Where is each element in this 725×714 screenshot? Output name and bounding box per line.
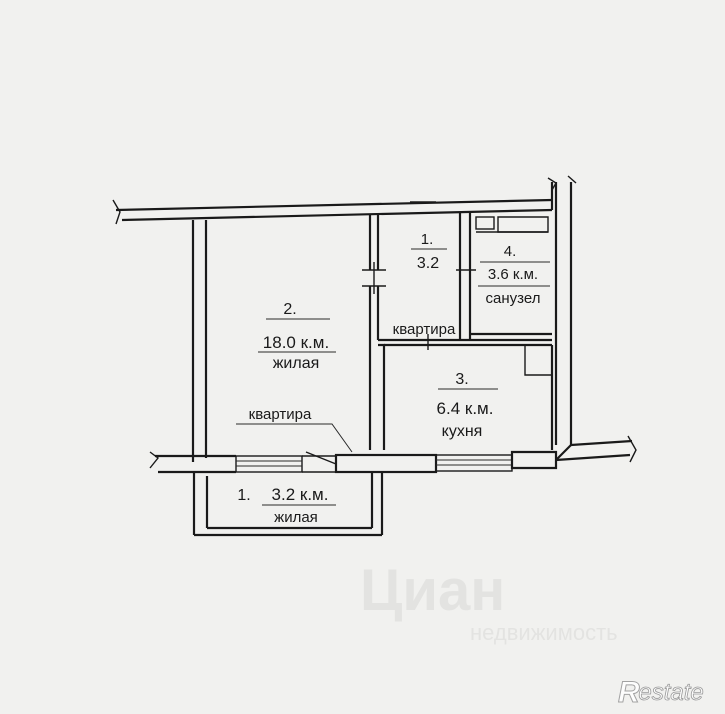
- balcony-number: 1.: [237, 487, 250, 504]
- balcony-area: 3.2 к.м.: [272, 485, 329, 504]
- svg-text:Циан: Циан: [360, 558, 505, 623]
- room-3-number: 3.: [455, 371, 468, 388]
- restate-wordmark: Restate: [621, 679, 704, 706]
- room-2-area: 18.0 к.м.: [263, 333, 329, 352]
- room-1-area: 3.2: [417, 255, 439, 272]
- room-4-type: санузел: [486, 290, 541, 307]
- walls: [112, 175, 637, 463]
- room-4-number: 4.: [504, 243, 517, 260]
- room-2-type: жилая: [273, 355, 320, 372]
- room-3-type: кухня: [442, 423, 483, 440]
- room-2-number: 2.: [283, 301, 296, 318]
- svg-text:недвижимость: недвижимость: [470, 620, 618, 645]
- bottom-facade: [149, 444, 572, 537]
- room-4-area: 3.6 к.м.: [488, 266, 538, 283]
- restate-logo: R Restate: [618, 676, 705, 710]
- watermark-background: Циан недвижимость: [360, 558, 618, 645]
- room-3-area: 6.4 к.м.: [437, 399, 494, 418]
- balcony-type: жилая: [274, 509, 318, 526]
- apartment-label-upper: квартира: [393, 321, 456, 338]
- restate-r-logo: R: [618, 676, 640, 709]
- room-1-number: 1.: [421, 231, 434, 248]
- apartment-label-lower: квартира: [249, 406, 312, 423]
- door-marks: [362, 201, 476, 350]
